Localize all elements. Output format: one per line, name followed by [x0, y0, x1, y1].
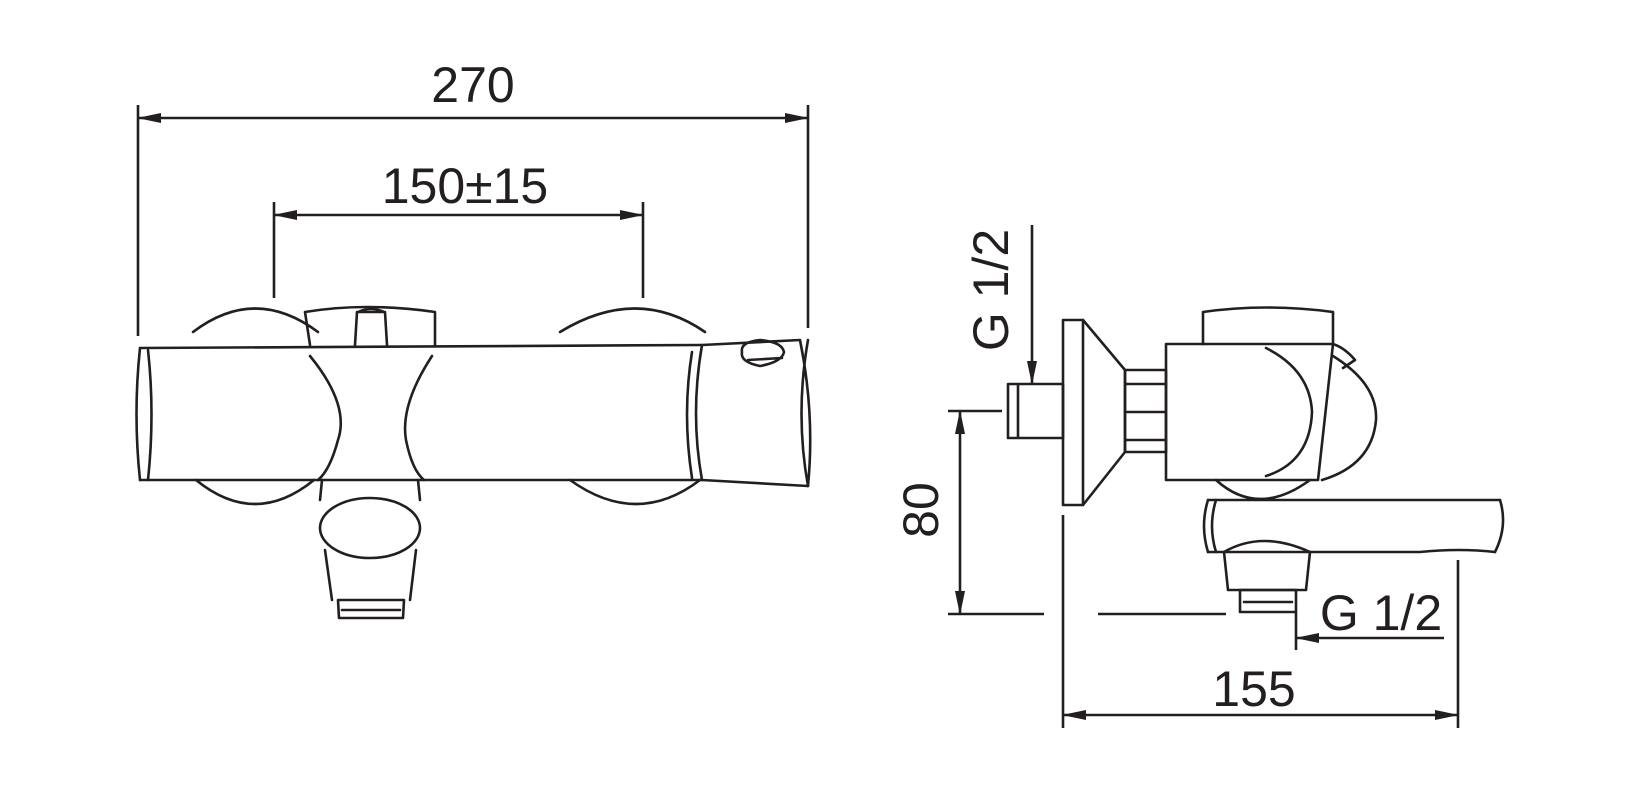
bottom-spout [318, 478, 422, 602]
side-outlet-thread [1238, 588, 1298, 614]
side-handle-arc [1264, 346, 1378, 482]
side-spout-end-left [1202, 498, 1218, 554]
thermostat-handle [700, 338, 812, 488]
label-projection-depth: 155 [1212, 661, 1295, 717]
handle-button [740, 338, 786, 368]
body-left-end [135, 346, 153, 482]
side-view [1006, 306, 1505, 614]
side-handle-tab [1331, 342, 1357, 370]
label-outlet-thread: G 1/2 [1320, 585, 1442, 641]
union-nut [1123, 368, 1168, 454]
inlet-thread-stub [1006, 382, 1065, 440]
body-waist [308, 354, 434, 482]
side-spout-body [1206, 478, 1502, 554]
handle-rings [685, 338, 810, 488]
front-view [135, 305, 812, 620]
spout-outlet-thread [336, 598, 406, 620]
label-outlet-height: 80 [893, 482, 949, 538]
right-rosette-bottom [568, 478, 702, 506]
side-spout-end-right [1493, 498, 1505, 554]
side-spout-lower [1222, 550, 1312, 592]
side-cap [1201, 306, 1335, 346]
left-rosette-top [191, 307, 320, 334]
right-rosette-top [558, 307, 707, 334]
diverter-knob [353, 307, 389, 347]
label-overall-length: 270 [431, 57, 514, 113]
left-rosette-bottom [194, 478, 316, 506]
diverter-cap [303, 305, 437, 347]
wall-flange [1061, 318, 1085, 507]
label-inlet-spacing: 150±15 [382, 158, 548, 214]
mixer-body [138, 343, 704, 482]
side-body [1164, 342, 1335, 482]
flange-cone [1081, 318, 1127, 507]
side-spout-waist [1222, 539, 1312, 554]
label-inlet-thread: G 1/2 [963, 229, 1019, 351]
dimension-labels: 270 150±15 G 1/2 80 G 1/2 155 [382, 57, 1442, 717]
spout-ring [318, 496, 422, 560]
dimension-lines [136, 105, 1460, 728]
